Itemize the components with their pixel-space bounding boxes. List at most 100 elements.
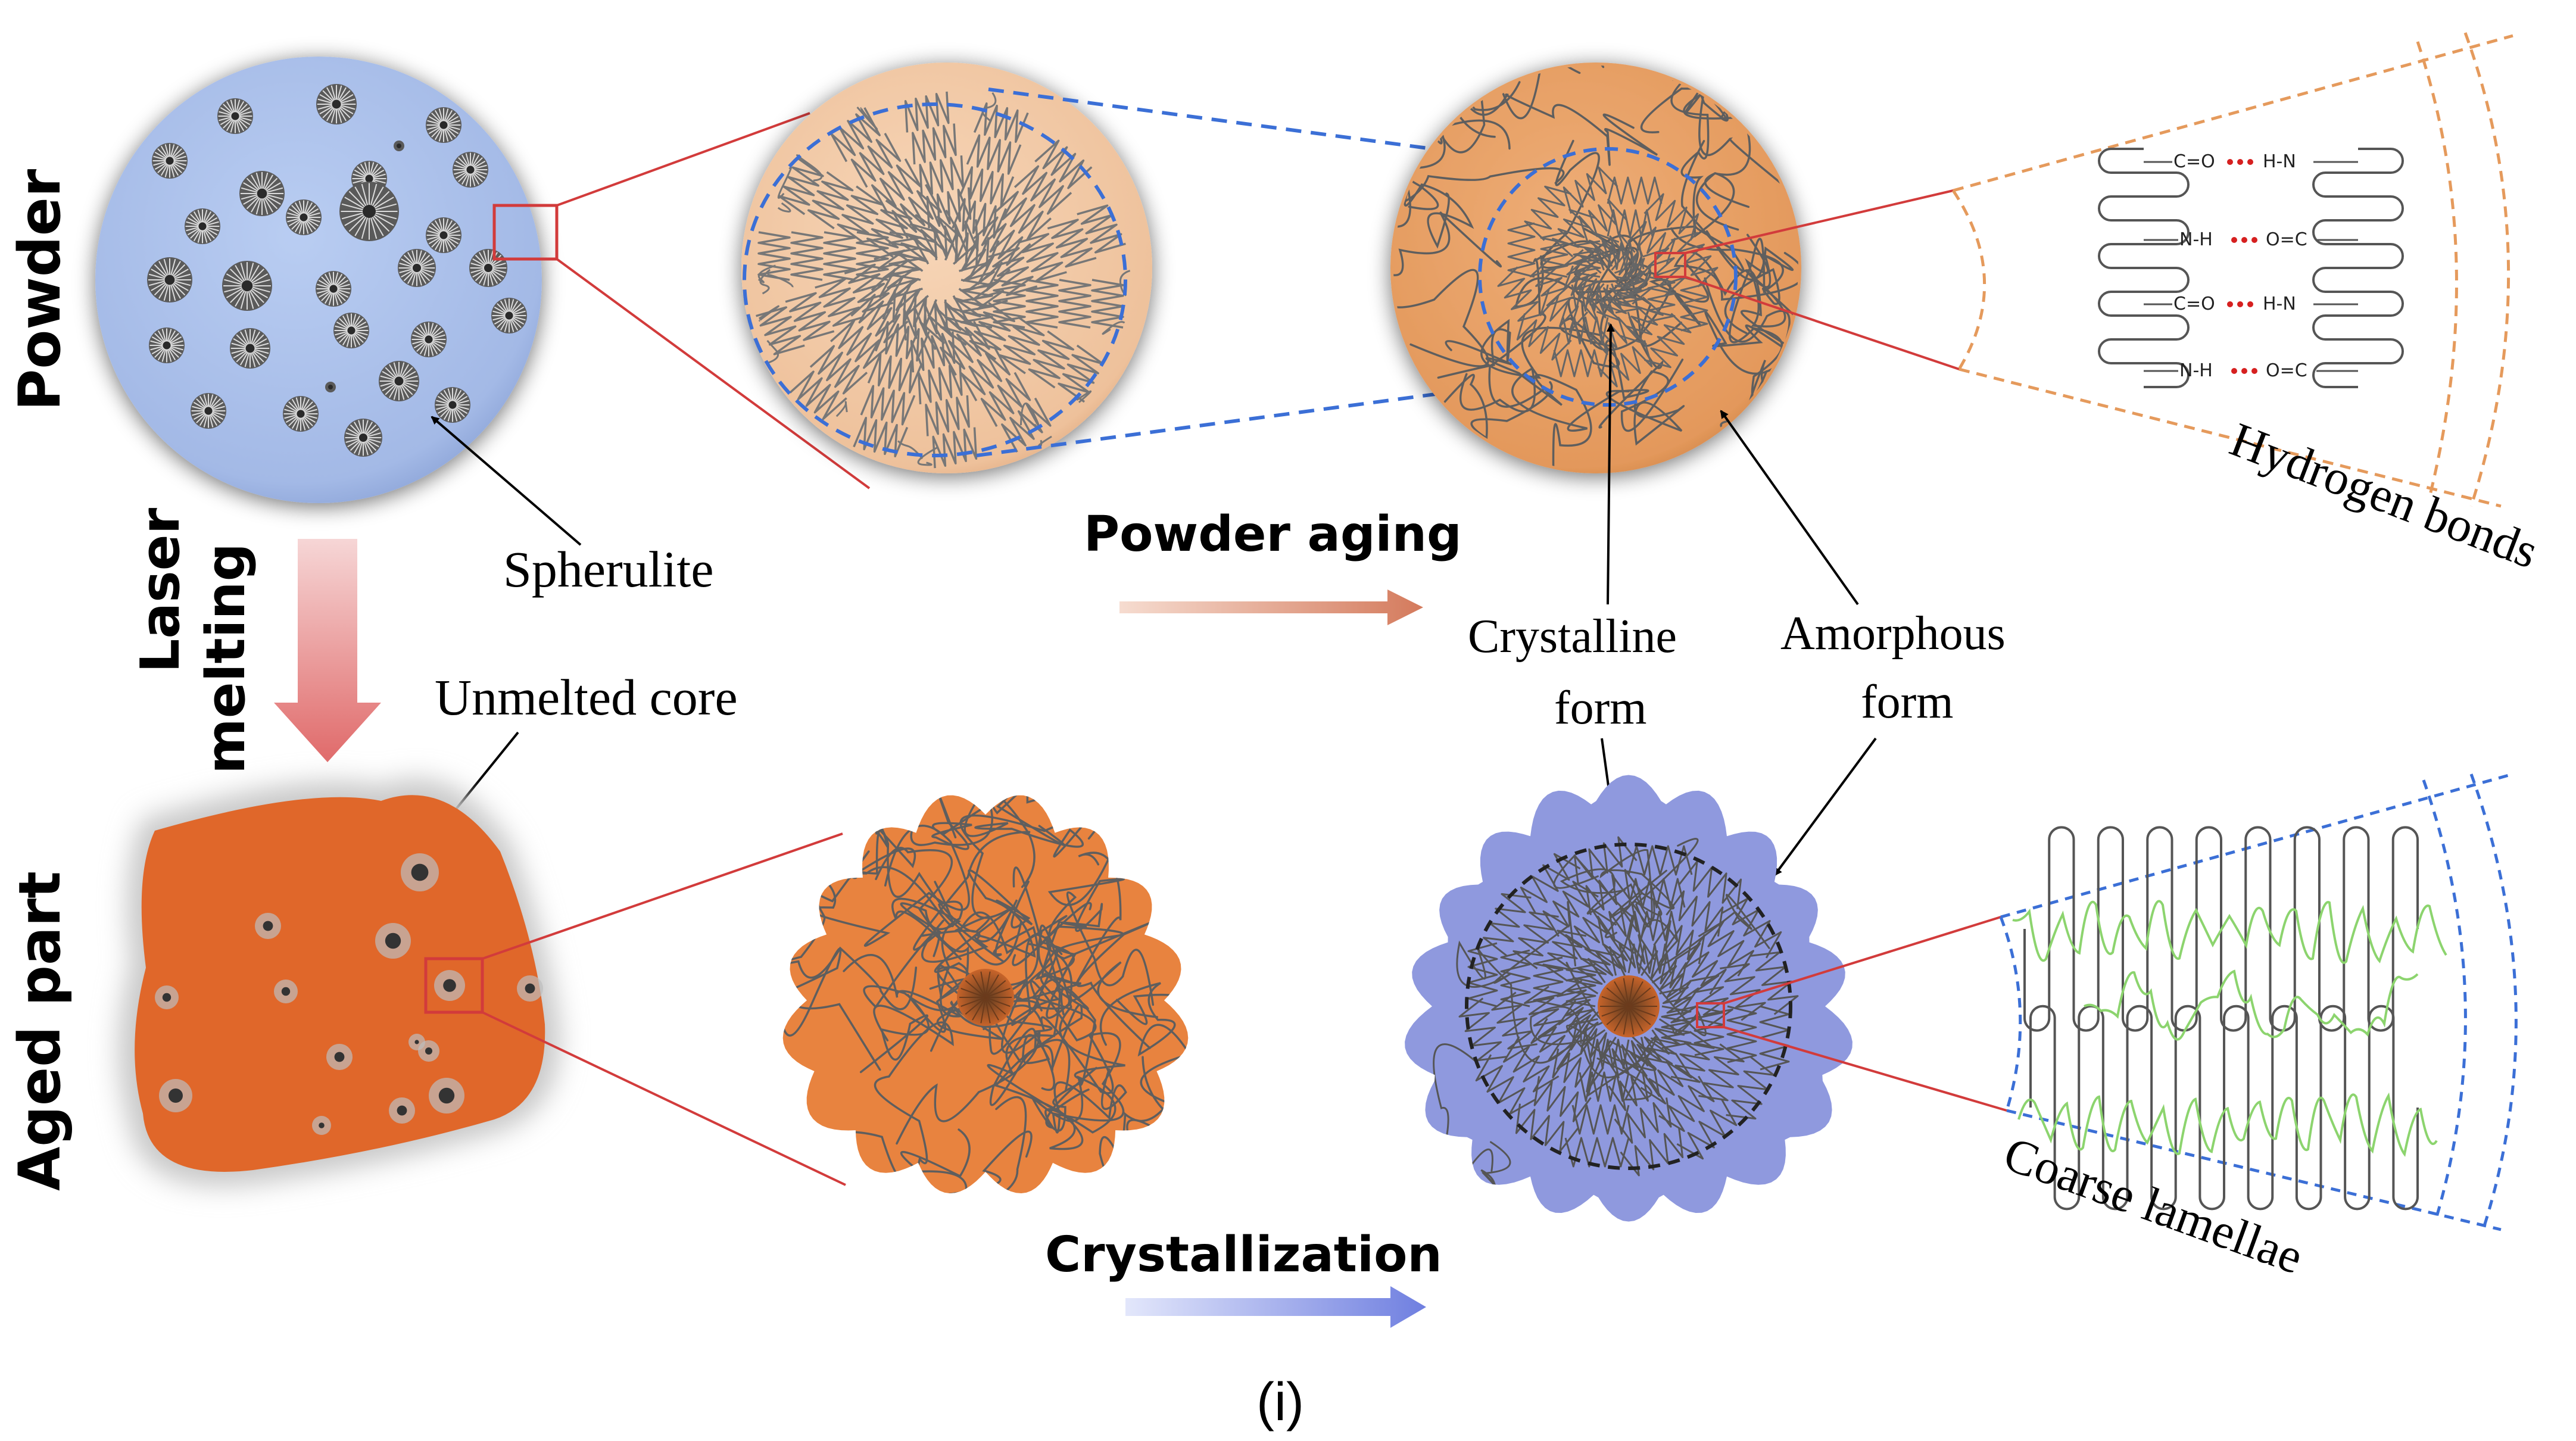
unmelted-core-spot — [517, 975, 543, 1002]
spherulite-icon — [230, 328, 270, 369]
spherulite-icon — [191, 393, 226, 429]
spherulite-icon — [435, 387, 470, 423]
hydrogen-bond-lamellae — [2098, 148, 2404, 388]
spherulite-icon — [222, 261, 272, 311]
aged-part — [118, 778, 560, 1187]
label-amorphous-1: Amorphous — [1780, 607, 2006, 660]
unmelted-core-spot — [274, 980, 298, 1003]
label-laser-1: Laser — [129, 507, 192, 673]
spherulite-icon — [426, 107, 461, 143]
crystallized-zoom-box — [1696, 1002, 1725, 1028]
spherulite-lamellae — [756, 91, 1131, 469]
arrow-crystalline-up — [1606, 323, 1615, 605]
label-amorphous-2: form — [1861, 676, 1954, 728]
magnified-spherulite — [741, 63, 1152, 473]
label-unmelted-core: Unmelted core — [435, 669, 738, 726]
chem-right-1: H-N — [2263, 151, 2296, 172]
crystallized-core-rays — [1600, 978, 1657, 1035]
spherulite-boundary — [743, 102, 1127, 457]
zoom-lines-top-right — [1685, 189, 1960, 370]
label-spherulite: Spherulite — [503, 541, 714, 598]
spherulite-icon — [217, 98, 253, 134]
zoom-lines-top-left — [556, 112, 871, 489]
arrow-amorphous-up — [1720, 410, 1859, 606]
hbond-row-3: C=O H-N — [2173, 294, 2296, 314]
crystallized-chains — [1405, 836, 1799, 1222]
unmelted-cores — [155, 853, 543, 1135]
unmelted-core-spot — [255, 913, 281, 939]
aged-zoom-box — [1654, 252, 1686, 278]
melt-blob — [782, 795, 1189, 1193]
unmelted-core-spot — [389, 1097, 415, 1124]
amorphous-tie-chains — [2012, 900, 2447, 1157]
spherulite-icon — [426, 217, 461, 253]
powder-zoom-box — [492, 204, 559, 261]
zoom-lines-bottom-right — [1723, 916, 2007, 1112]
unmelted-core-spot — [429, 1078, 464, 1114]
hydrogen-bond-fan: C=O H-N N-H O=C C=O H-N N-H O=C — [1951, 32, 2513, 508]
arrow-amorphous-down — [1773, 737, 1877, 877]
spherulite-icon — [333, 313, 369, 348]
melt-core-rays — [959, 971, 1012, 1024]
chem-right-3: H-N — [2263, 294, 2296, 314]
label-crystalline-2: form — [1554, 682, 1647, 734]
chem-left-2: N-H — [2179, 229, 2213, 250]
spherulite-icon — [411, 322, 447, 357]
crystallized-boundary — [1465, 843, 1792, 1170]
label-powder-aging: Powder aging — [1084, 506, 1462, 563]
spherulite-icon — [394, 141, 404, 151]
label-crystalline-1: Crystalline — [1468, 610, 1677, 663]
spherulite-icon — [149, 328, 185, 363]
unmelted-core-spot — [326, 1044, 353, 1070]
spherulite-icon — [344, 419, 382, 457]
chem-left-3: C=O — [2173, 294, 2215, 314]
spherulite-icon — [283, 396, 319, 432]
spherulite-icon — [185, 208, 220, 244]
spherulite-icon — [339, 182, 399, 241]
spherulite-icon — [316, 271, 351, 307]
spherulite-icon — [491, 298, 527, 333]
chem-right-4: O=C — [2266, 360, 2307, 381]
figure-caption: (i) — [1256, 1373, 1304, 1432]
crystalline-boundary — [1478, 147, 1738, 407]
arrow-laser-melting — [274, 539, 381, 762]
hbond-row-2: N-H O=C — [2179, 229, 2307, 250]
hbond-row-4: N-H O=C — [2179, 360, 2307, 381]
spherulite-icon — [286, 199, 322, 235]
zoom-lines-bottom-left — [482, 832, 846, 1186]
unmelted-core-spot — [312, 1116, 331, 1135]
label-coarse-lamellae: Coarse lamellae — [1997, 1126, 2310, 1284]
powder-particle — [95, 57, 559, 503]
chem-left-1: C=O — [2173, 151, 2215, 172]
label-laser-2: melting — [195, 543, 257, 774]
unmelted-core-spot — [159, 1079, 192, 1112]
crystalline-region — [1497, 166, 1719, 388]
label-hydrogen-bonds: Hydrogen bonds — [2223, 412, 2546, 579]
blue-connectors — [976, 88, 1489, 457]
hbond-row-1: C=O H-N — [2173, 151, 2296, 172]
unmelted-core-spot — [155, 985, 179, 1009]
powder-spherulites — [147, 84, 527, 457]
unmelted-core-spot — [408, 1034, 425, 1050]
unmelted-core-spot — [434, 970, 465, 1001]
spherulite-icon — [152, 143, 188, 179]
arrow-powder-aging — [1119, 590, 1423, 625]
spherulite-icon — [469, 249, 507, 287]
row-label-aged-part: Aged part — [7, 871, 73, 1191]
spherulite-icon — [325, 382, 336, 392]
chem-left-4: N-H — [2179, 360, 2213, 381]
spherulite-icon — [379, 361, 419, 401]
spherulite-icon — [147, 257, 192, 302]
chem-right-2: O=C — [2266, 229, 2307, 250]
label-crystallization: Crystallization — [1045, 1227, 1442, 1283]
arrow-crystallization — [1125, 1286, 1426, 1328]
row-label-powder: Powder — [7, 169, 73, 411]
spherulite-icon — [398, 249, 436, 287]
spherulite-icon — [453, 152, 488, 188]
unmelted-core-spot — [375, 923, 411, 959]
arrow-spherulite — [431, 416, 582, 546]
spherulite-icon — [239, 171, 285, 216]
unmelted-core-spot — [401, 853, 439, 891]
